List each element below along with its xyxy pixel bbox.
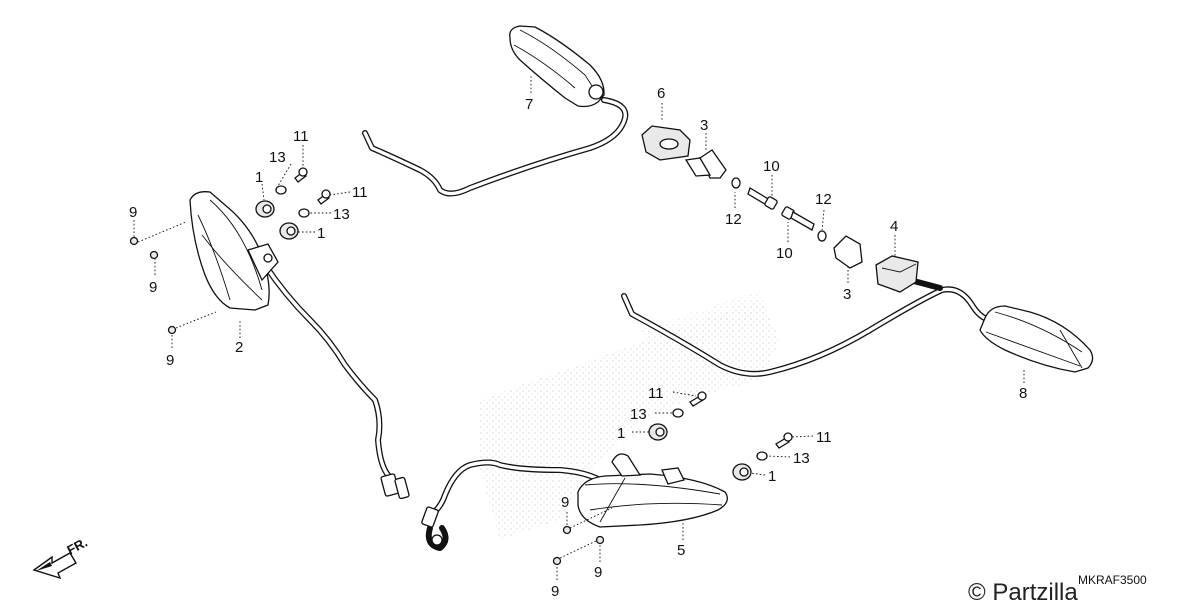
nut-part-9-c xyxy=(167,325,177,335)
bolt-part-10-upper xyxy=(747,187,778,210)
callout-part-4: 4 xyxy=(890,218,898,235)
callout-part-1: 1 xyxy=(617,425,625,442)
callout-part-9: 9 xyxy=(594,564,602,581)
callout-part-9: 9 xyxy=(561,494,569,511)
callout-part-3: 3 xyxy=(843,286,851,303)
callout-part-9: 9 xyxy=(149,279,157,296)
callout-part-13: 13 xyxy=(793,450,810,467)
callout-part-9: 9 xyxy=(166,352,174,369)
nut-part-9-d xyxy=(562,525,572,535)
wire-harness-upper-left xyxy=(362,97,629,197)
callout-part-11: 11 xyxy=(816,429,832,446)
screw-part-11-c xyxy=(689,391,707,407)
callout-part-13: 13 xyxy=(269,149,286,166)
callout-part-11: 11 xyxy=(352,184,368,201)
grommet-part-1-b xyxy=(279,222,299,240)
callout-part-9: 9 xyxy=(551,583,559,600)
shading-area xyxy=(480,300,780,540)
callout-part-2: 2 xyxy=(235,339,243,356)
grommet-part-1-a xyxy=(255,200,275,218)
callout-part-1: 1 xyxy=(768,468,776,485)
grommet-part-6 xyxy=(641,125,691,161)
callout-part-11: 11 xyxy=(648,385,664,402)
washer-part-13-a xyxy=(275,185,287,195)
callout-part-10: 10 xyxy=(763,158,780,175)
callout-labels: 7 6 3 10 12 12 10 4 3 8 11 13 1 11 13 1 … xyxy=(129,85,1027,600)
callout-part-5: 5 xyxy=(677,542,685,559)
connector-lower xyxy=(421,506,443,546)
callout-part-11: 11 xyxy=(293,128,309,145)
bolt-part-10-lower xyxy=(781,206,815,231)
turn-signal-rear-right xyxy=(979,305,1094,373)
screw-part-11-d xyxy=(775,432,793,449)
callout-part-6: 6 xyxy=(657,85,665,102)
washer-part-12-upper xyxy=(731,177,741,189)
wire-harness-lower xyxy=(422,459,603,551)
wire-harness-left xyxy=(262,262,391,478)
washer-part-13-b xyxy=(298,208,310,218)
nut-part-9-a xyxy=(129,236,139,246)
turn-signal-front-lower xyxy=(577,453,728,528)
grommet-part-1-c xyxy=(648,423,668,441)
screw-part-11-a xyxy=(294,167,308,183)
callout-part-1: 1 xyxy=(255,169,263,186)
nut-part-9-e xyxy=(552,556,562,566)
washer-part-13-c xyxy=(672,408,684,418)
bracket-part-3-lower xyxy=(833,235,863,269)
connector-block-part-4 xyxy=(875,255,919,293)
washer-part-13-d xyxy=(756,451,768,461)
callout-part-7: 7 xyxy=(525,96,533,113)
callout-part-13: 13 xyxy=(630,406,647,423)
diagram-code: MKRAF3500 xyxy=(1078,573,1147,587)
callout-part-12: 12 xyxy=(725,211,742,228)
callout-part-10: 10 xyxy=(776,245,793,262)
callout-part-9: 9 xyxy=(129,204,137,221)
turn-signal-rear-upper xyxy=(509,25,605,108)
front-direction-arrow: FR. xyxy=(32,535,90,580)
grommet-part-1-d xyxy=(732,463,752,481)
connector-left xyxy=(380,473,410,500)
nut-part-9-f xyxy=(595,535,605,545)
turn-signal-front-left xyxy=(189,191,279,311)
callout-part-1: 1 xyxy=(317,225,325,242)
bracket-part-3-upper xyxy=(684,149,727,179)
watermark: © Partzilla xyxy=(968,579,1078,600)
callout-part-3: 3 xyxy=(700,117,708,134)
screw-part-11-b xyxy=(317,189,331,205)
nut-part-9-b xyxy=(149,250,159,260)
washer-part-12-lower xyxy=(817,230,827,242)
callout-part-8: 8 xyxy=(1019,385,1027,402)
callout-part-12: 12 xyxy=(815,191,832,208)
callout-part-13: 13 xyxy=(333,206,350,223)
leader-lines xyxy=(133,75,1025,580)
